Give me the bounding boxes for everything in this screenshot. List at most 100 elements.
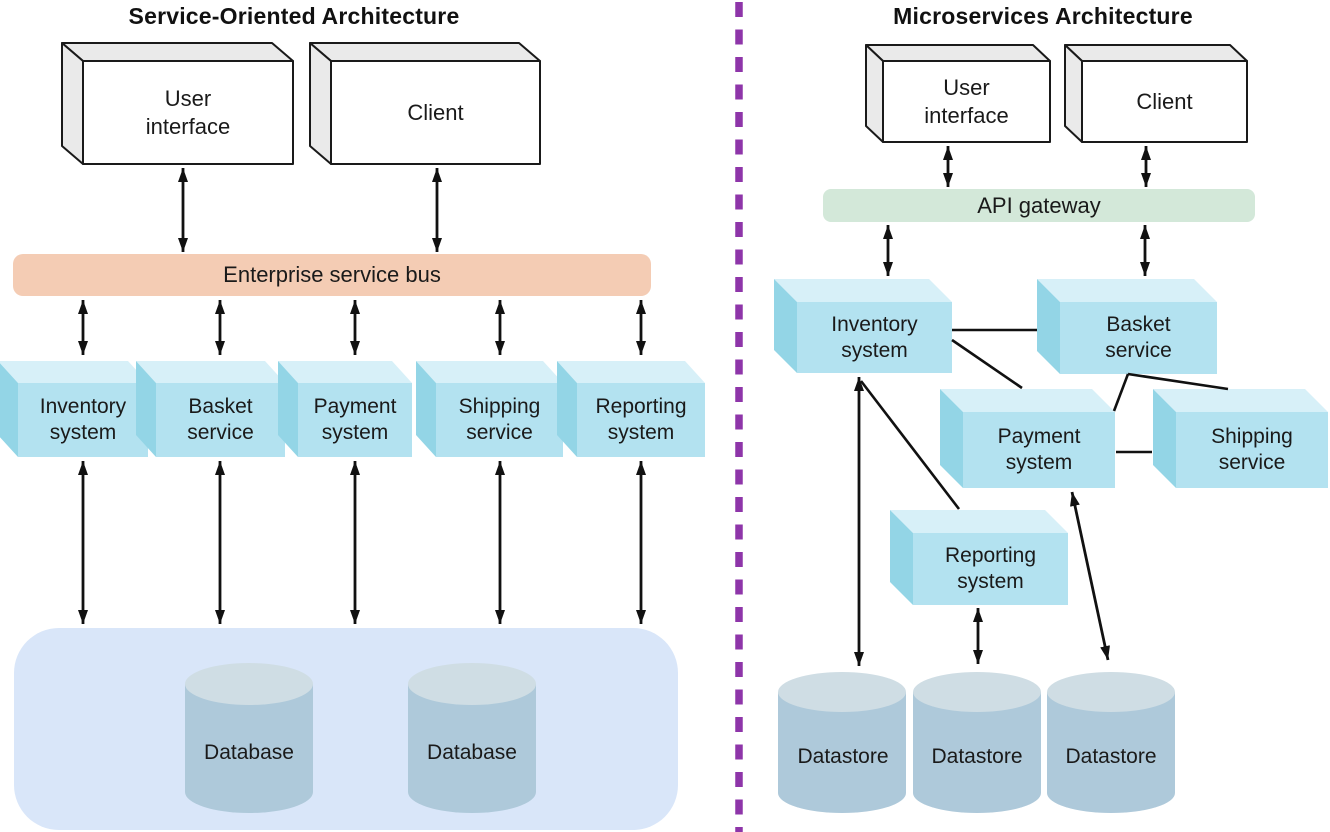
arrow-payment-to-datastore3 [1070,491,1110,661]
box-front-face [1081,60,1248,143]
label-line: Reporting [595,395,687,418]
msa-shipping-service-box [1153,389,1328,488]
label-line: Payment [997,425,1081,448]
datastore-label-1: Datastore [778,742,908,772]
msa-shipping-service-label: Shipping service [1176,412,1328,488]
label-line: Reporting [944,544,1037,567]
soa-basket-service-label: Basket service [156,383,285,457]
msa-title: Microservices Architecture [893,3,1193,29]
soa-user-interface-label: User interface [83,61,293,164]
msa-payment-system-label: Payment system [963,412,1115,488]
label-line: API gateway [977,192,1101,218]
cylinder-top [1047,672,1175,712]
cylinder-body [408,684,536,813]
box-side-face [890,510,913,605]
cylinder-top [778,672,906,712]
cylinder-body [778,692,906,813]
box-top-face [940,389,1115,412]
box-side-face [1153,389,1176,488]
datastore-cylinder-3 [1047,672,1175,813]
box-side-face [136,361,156,457]
shared-database-container [14,628,678,830]
box-front-face [330,60,541,165]
cylinder-top [913,672,1041,712]
label-line: Inventory [39,395,127,418]
box-side-face [865,44,884,143]
box-front-face [298,383,412,457]
msa-reporting-system-label: Reporting system [913,533,1068,605]
api-gateway-bar [823,189,1255,222]
label-line: service [466,421,533,444]
label-line: Shipping [458,395,541,418]
soa-payment-system-label: Payment system [298,383,412,457]
soa-shipping-service-label: Shipping service [436,383,563,457]
datastore-label-3: Datastore [1046,742,1176,772]
box-top-face [61,42,294,62]
database-cylinder-1 [185,663,313,813]
msa-payment-system-box [940,389,1115,488]
label-line: system [49,421,117,444]
label-line: system [1005,451,1073,474]
cylinder-body [913,692,1041,813]
box-top-face [557,361,705,383]
msa-basket-service-label: Basket service [1060,302,1217,374]
soa-user-interface-box [61,42,294,165]
label-line: Client [1136,88,1193,114]
box-front-face [963,412,1115,488]
link-inventory-payment [951,338,1023,390]
box-front-face [882,60,1051,143]
enterprise-service-bus-bar [13,254,651,296]
link-basket-payment [1112,373,1130,412]
box-front-face [577,383,705,457]
box-front-face [913,533,1068,605]
link-basket-shipping [1127,372,1229,391]
box-side-face [940,389,963,488]
label-line: system [957,570,1024,593]
msa-client-box [1064,44,1248,143]
box-top-face [774,279,952,302]
cylinder-top [185,663,313,705]
soa-title: Service-Oriented Architecture [128,3,460,29]
msa-arrows [854,146,1151,666]
box-front-face [1060,302,1217,374]
soa-arrows [78,168,646,624]
box-front-face [1176,412,1328,488]
cylinder-body [185,684,313,813]
box-top-face [278,361,412,383]
database-label-1: Database [185,738,313,768]
box-front-face [82,60,294,165]
msa-basket-service-box [1037,279,1217,374]
box-side-face [309,42,332,165]
label-line: service [1105,339,1172,362]
msa-user-interface-label: User interface [883,61,1050,142]
label-line: Inventory [831,312,918,336]
box-front-face [18,383,148,457]
box-side-face [278,361,298,457]
cylinder-body [1047,692,1175,813]
msa-inventory-system-box [774,279,952,373]
soa-inventory-system-label: Inventory system [18,383,148,457]
label-line: Datastore [797,745,889,768]
soa-reporting-system-label: Reporting system [577,383,705,457]
box-top-face [1037,279,1217,302]
soa-client-box [309,42,541,165]
cylinder-top [408,663,536,705]
msa-user-interface-box [865,44,1051,143]
box-side-face [1064,44,1083,143]
label-line: Datastore [1065,745,1157,768]
box-side-face [1037,279,1060,374]
label-line: system [607,421,675,444]
soa-client-label: Client [331,61,540,164]
label-line: service [1218,451,1286,474]
msa-reporting-system-box [890,510,1068,605]
api-gateway-label: API gateway [823,189,1255,222]
soa-shipping-service-box [416,361,563,457]
datastore-label-2: Datastore [912,742,1042,772]
label-line: Payment [313,395,397,418]
datastore-cylinder-2 [913,672,1041,813]
msa-links [859,328,1229,510]
link-reporting-inventory [859,380,961,510]
label-line: Basket [1106,313,1171,336]
